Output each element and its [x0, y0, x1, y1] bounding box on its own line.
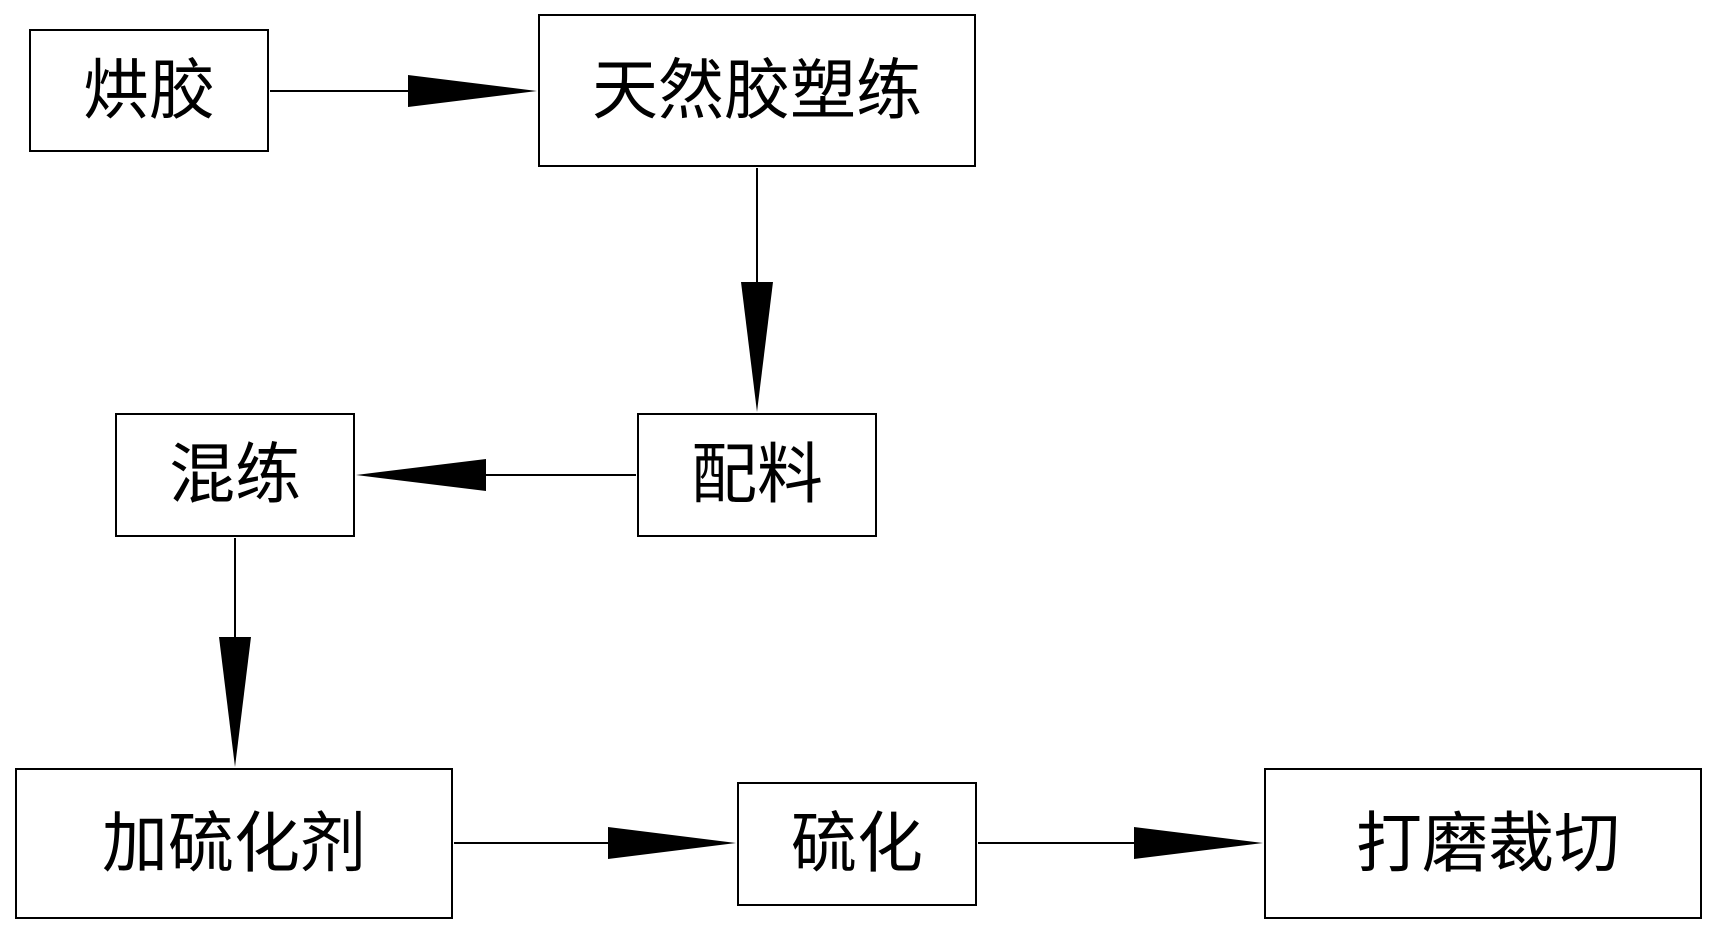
- arrow-jialiuhuaji-to-liuhua: [454, 827, 736, 859]
- step-label-hunlian: 混练: [169, 436, 301, 513]
- step-label-hongjiao: 烘胶: [83, 51, 215, 129]
- step-box-hunlian: 混练: [115, 413, 355, 537]
- step-box-damocaiqie: 打磨裁切: [1264, 768, 1702, 919]
- step-box-liuhua: 硫化: [737, 782, 977, 906]
- arrow-peiliao-to-hunlian: [356, 459, 636, 491]
- arrow-hongjiao-to-suolian: [270, 75, 537, 107]
- step-label-liuhua: 硫化: [791, 805, 923, 882]
- arrow-liuhua-to-damocaiqie: [978, 827, 1263, 859]
- step-label-damocaiqie: 打磨裁切: [1356, 804, 1620, 882]
- step-box-hongjiao: 烘胶: [29, 29, 269, 152]
- step-box-suolian: 天然胶塑练: [538, 14, 976, 167]
- arrow-hunlian-to-jialiuhuaji: [219, 538, 251, 767]
- step-box-peiliao: 配料: [637, 413, 877, 537]
- step-box-jialiuhuaji: 加硫化剂: [15, 768, 453, 919]
- step-label-suolian: 天然胶塑练: [592, 51, 922, 129]
- step-label-peiliao: 配料: [691, 436, 823, 513]
- step-label-jialiuhuaji: 加硫化剂: [102, 804, 366, 882]
- arrow-suolian-to-peiliao: [741, 168, 773, 412]
